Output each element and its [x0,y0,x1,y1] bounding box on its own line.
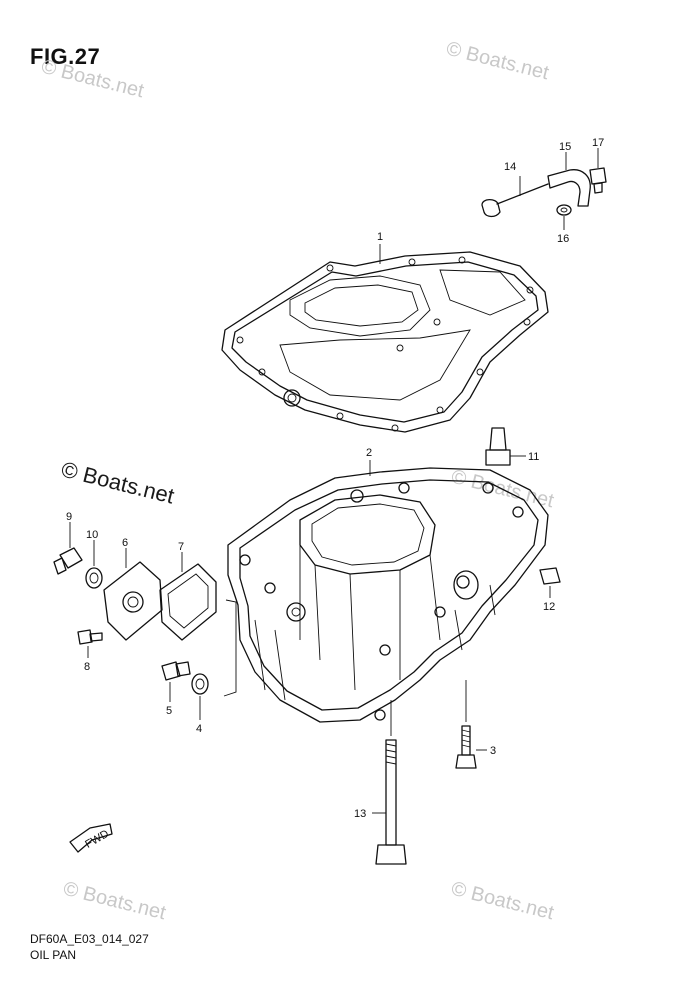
callout-12: 12 [543,601,555,613]
oring-part-10[interactable] [85,540,103,589]
guide-part-15[interactable] [547,152,591,207]
callout-17: 17 [592,137,604,149]
washer-part-4[interactable] [191,673,209,720]
washer-part-16[interactable] [556,204,572,230]
callout-14: 14 [504,161,516,173]
figure-title: FIG.27 [30,44,101,69]
callout-3: 3 [490,745,496,757]
callout-13: 13 [354,808,366,820]
bolt-part-3[interactable] [455,680,487,769]
bolt-part-8[interactable] [77,629,103,658]
callout-5: 5 [166,705,172,717]
callout-10: 10 [86,529,98,541]
callout-15: 15 [559,141,571,153]
assembly-bracket [223,599,237,697]
callout-9: 9 [66,511,72,523]
plug-part-12[interactable] [539,567,561,598]
callout-6: 6 [122,537,128,549]
gasket-part-1[interactable] [221,251,549,433]
bolt-part-13[interactable] [372,700,407,865]
fwd-arrow-icon: FWD [69,823,113,853]
dipstick-part-14[interactable] [481,176,549,218]
callout-2: 2 [366,447,372,459]
callout-8: 8 [84,661,90,673]
fitting-part-11[interactable] [485,427,526,466]
bolt-part-17[interactable] [589,148,607,194]
callout-16: 16 [557,233,569,245]
figure-name: OIL PAN [30,948,77,962]
gasket-part-7[interactable] [159,552,217,641]
plug-part-9[interactable] [53,522,83,575]
callout-11: 11 [528,451,539,463]
oil-pan-part-2[interactable] [227,467,549,723]
callout-1: 1 [377,231,383,243]
callout-4: 4 [196,723,202,735]
cover-part-6[interactable] [103,548,163,641]
callout-7: 7 [178,541,184,553]
fwd-label: FWD [83,828,111,851]
figure-code: DF60A_E03_014_027 [30,932,149,946]
plug-part-5[interactable] [161,661,191,702]
